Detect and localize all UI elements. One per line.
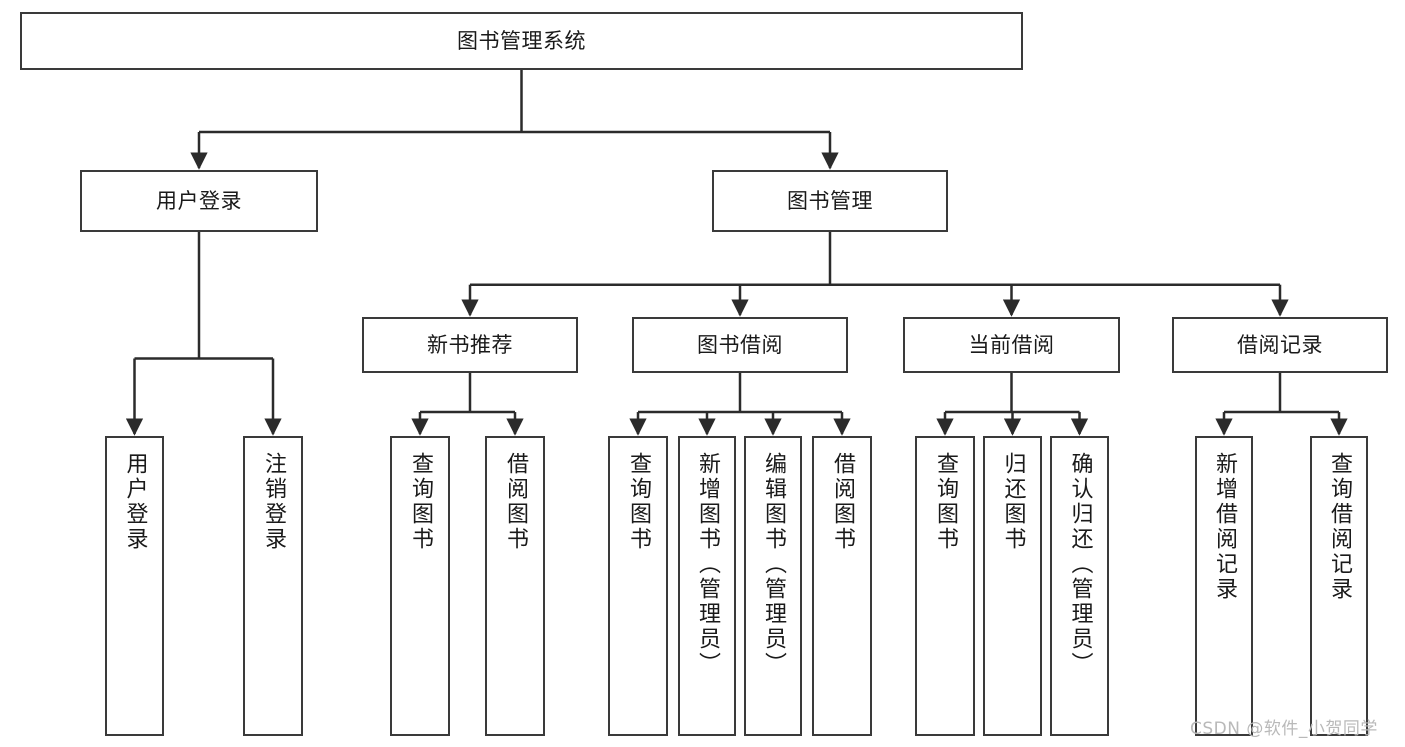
- node-leaf-bo-a: 新增图书（管理员）: [678, 436, 736, 736]
- node-label: 查询借阅记录: [1327, 452, 1352, 602]
- node-label: 用户登录: [156, 188, 242, 213]
- node-label: 当前借阅: [968, 332, 1055, 357]
- node-label: 图书管理: [787, 188, 873, 213]
- node-leaf-nb-b: 借阅图书: [485, 436, 545, 736]
- node-bookmgmt: 图书管理: [712, 170, 948, 232]
- node-label: 查询图书: [626, 452, 651, 552]
- node-label: 确认归还（管理员）: [1067, 452, 1093, 677]
- node-root: 图书管理系统: [20, 12, 1023, 70]
- node-label: 借阅图书: [830, 452, 855, 552]
- node-leaf-cu-r: 归还图书: [983, 436, 1042, 736]
- node-label: 归还图书: [1000, 452, 1026, 552]
- node-borrow: 图书借阅: [632, 317, 848, 373]
- node-leaf-cu-q: 查询图书: [915, 436, 975, 736]
- node-leaf-re-a: 新增借阅记录: [1195, 436, 1253, 736]
- node-login: 用户登录: [80, 170, 318, 232]
- node-label: 借阅图书: [503, 452, 528, 552]
- node-leaf-login: 用户登录: [105, 436, 164, 736]
- node-leaf-nb-q: 查询图书: [390, 436, 450, 736]
- node-current: 当前借阅: [903, 317, 1120, 373]
- node-label: 查询图书: [408, 452, 433, 552]
- csdn-watermark: CSDN @软件_小贺同学: [1190, 719, 1378, 739]
- node-label: 新增借阅记录: [1212, 452, 1237, 602]
- node-newbook: 新书推荐: [362, 317, 578, 373]
- node-label: 图书管理系统: [457, 28, 586, 53]
- node-label: 编辑图书（管理员）: [761, 452, 786, 677]
- node-label: 借阅记录: [1237, 332, 1323, 357]
- node-label: 用户登录: [122, 452, 148, 552]
- node-leaf-bo-b: 借阅图书: [812, 436, 872, 736]
- node-leaf-logout: 注销登录: [243, 436, 303, 736]
- node-leaf-bo-q: 查询图书: [608, 436, 668, 736]
- node-label: 查询图书: [933, 452, 958, 552]
- node-records: 借阅记录: [1172, 317, 1388, 373]
- node-label: 新书推荐: [427, 332, 513, 357]
- node-leaf-cu-c: 确认归还（管理员）: [1050, 436, 1109, 736]
- node-leaf-bo-e: 编辑图书（管理员）: [744, 436, 802, 736]
- node-label: 新增图书（管理员）: [695, 452, 720, 677]
- node-label: 注销登录: [261, 452, 286, 552]
- node-leaf-re-q: 查询借阅记录: [1310, 436, 1368, 736]
- node-label: 图书借阅: [697, 332, 783, 357]
